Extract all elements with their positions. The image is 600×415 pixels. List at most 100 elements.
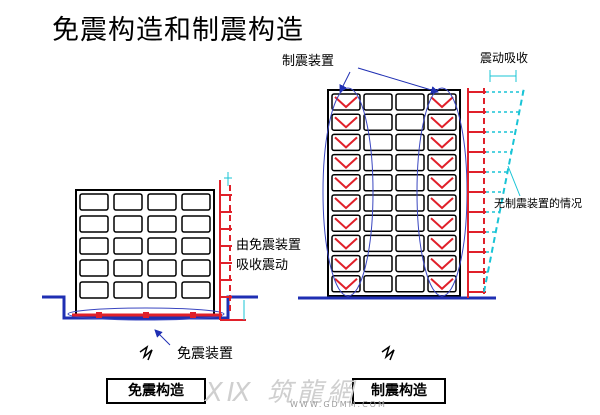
watermark-logo: ⅩⅨ 筑龍網 [205, 378, 357, 408]
window [427, 234, 457, 253]
seismic-wave-icon [139, 345, 153, 361]
window [363, 93, 393, 111]
window [363, 234, 393, 253]
window [331, 93, 361, 111]
window [395, 214, 425, 232]
window [113, 259, 143, 277]
damper-column-ellipse [322, 87, 374, 297]
isolated-building [75, 189, 215, 316]
damper-brace [430, 278, 454, 291]
window [181, 193, 211, 211]
damper-brace [430, 217, 454, 230]
damper-braces [334, 96, 454, 291]
window [331, 133, 361, 152]
damper-brace [430, 116, 454, 129]
window [147, 237, 177, 255]
window [331, 214, 361, 232]
window [331, 174, 361, 192]
damper-brace [430, 257, 454, 270]
damper-brace [334, 96, 358, 109]
window [395, 93, 425, 111]
window [79, 215, 109, 233]
window [427, 194, 457, 212]
window [113, 215, 143, 233]
window [147, 281, 177, 299]
window [113, 193, 143, 211]
damper-brace [430, 177, 454, 190]
seismic-wave-icon [381, 345, 395, 361]
window [363, 275, 393, 293]
window [363, 254, 393, 273]
window [147, 259, 177, 277]
window [427, 153, 457, 172]
window [395, 133, 425, 152]
damper-brace [430, 197, 454, 210]
page-title: 免震构造和制震构造 [52, 15, 304, 46]
damping-caption: 制震构造 [352, 378, 446, 404]
window [331, 153, 361, 172]
window [331, 254, 361, 273]
absorb-label-line2: 吸收震动 [236, 258, 289, 273]
window [363, 214, 393, 232]
vibration-absorb-label: 震动吸收 [480, 51, 529, 65]
window [395, 113, 425, 131]
damper-brace [430, 237, 454, 250]
damper-brace [334, 217, 358, 230]
damper-brace [334, 116, 358, 129]
damper-brace [334, 257, 358, 270]
window [395, 174, 425, 192]
window [181, 259, 211, 277]
window [427, 133, 457, 152]
window [113, 281, 143, 299]
window [395, 234, 425, 253]
window [363, 153, 393, 172]
isolation-displacement-diagram [219, 172, 246, 321]
window [427, 275, 457, 293]
window [79, 281, 109, 299]
window [363, 113, 393, 131]
damped-building-windows [331, 93, 457, 293]
window [113, 237, 143, 255]
window [181, 281, 211, 299]
damper-brace [430, 136, 454, 149]
watermark-url: WWW.GDMM.COM [290, 400, 387, 409]
window [395, 275, 425, 293]
damper-brace [334, 136, 358, 149]
absorb-label-line1: 由免震装置 [236, 238, 302, 253]
damper-brace [430, 156, 454, 169]
window [331, 194, 361, 212]
damper-brace [334, 156, 358, 169]
window [427, 93, 457, 111]
window [79, 259, 109, 277]
damper-brace [430, 96, 454, 109]
window [427, 214, 457, 232]
window [427, 113, 457, 131]
window [147, 215, 177, 233]
window [363, 174, 393, 192]
window [395, 153, 425, 172]
window [147, 193, 177, 211]
isolated-building-windows [79, 193, 211, 299]
window [79, 193, 109, 211]
isolation-bearings [67, 307, 225, 321]
damper-device-label: 制震装置 [282, 54, 335, 69]
damped-building [327, 89, 461, 297]
window [427, 254, 457, 273]
window [79, 237, 109, 255]
window [181, 215, 211, 233]
isolation-caption: 免震构造 [106, 378, 206, 404]
isolation-device-label: 免震装置 [177, 346, 233, 362]
window [331, 234, 361, 253]
window [331, 113, 361, 131]
no-damper-label: 无制震装置的情况 [494, 197, 582, 210]
window [181, 237, 211, 255]
window [427, 174, 457, 192]
window [395, 194, 425, 212]
damper-brace [334, 177, 358, 190]
damper-brace [334, 237, 358, 250]
window [363, 133, 393, 152]
damper-brace [334, 278, 358, 291]
window [363, 194, 393, 212]
damping-displacement-diagram [467, 70, 525, 298]
